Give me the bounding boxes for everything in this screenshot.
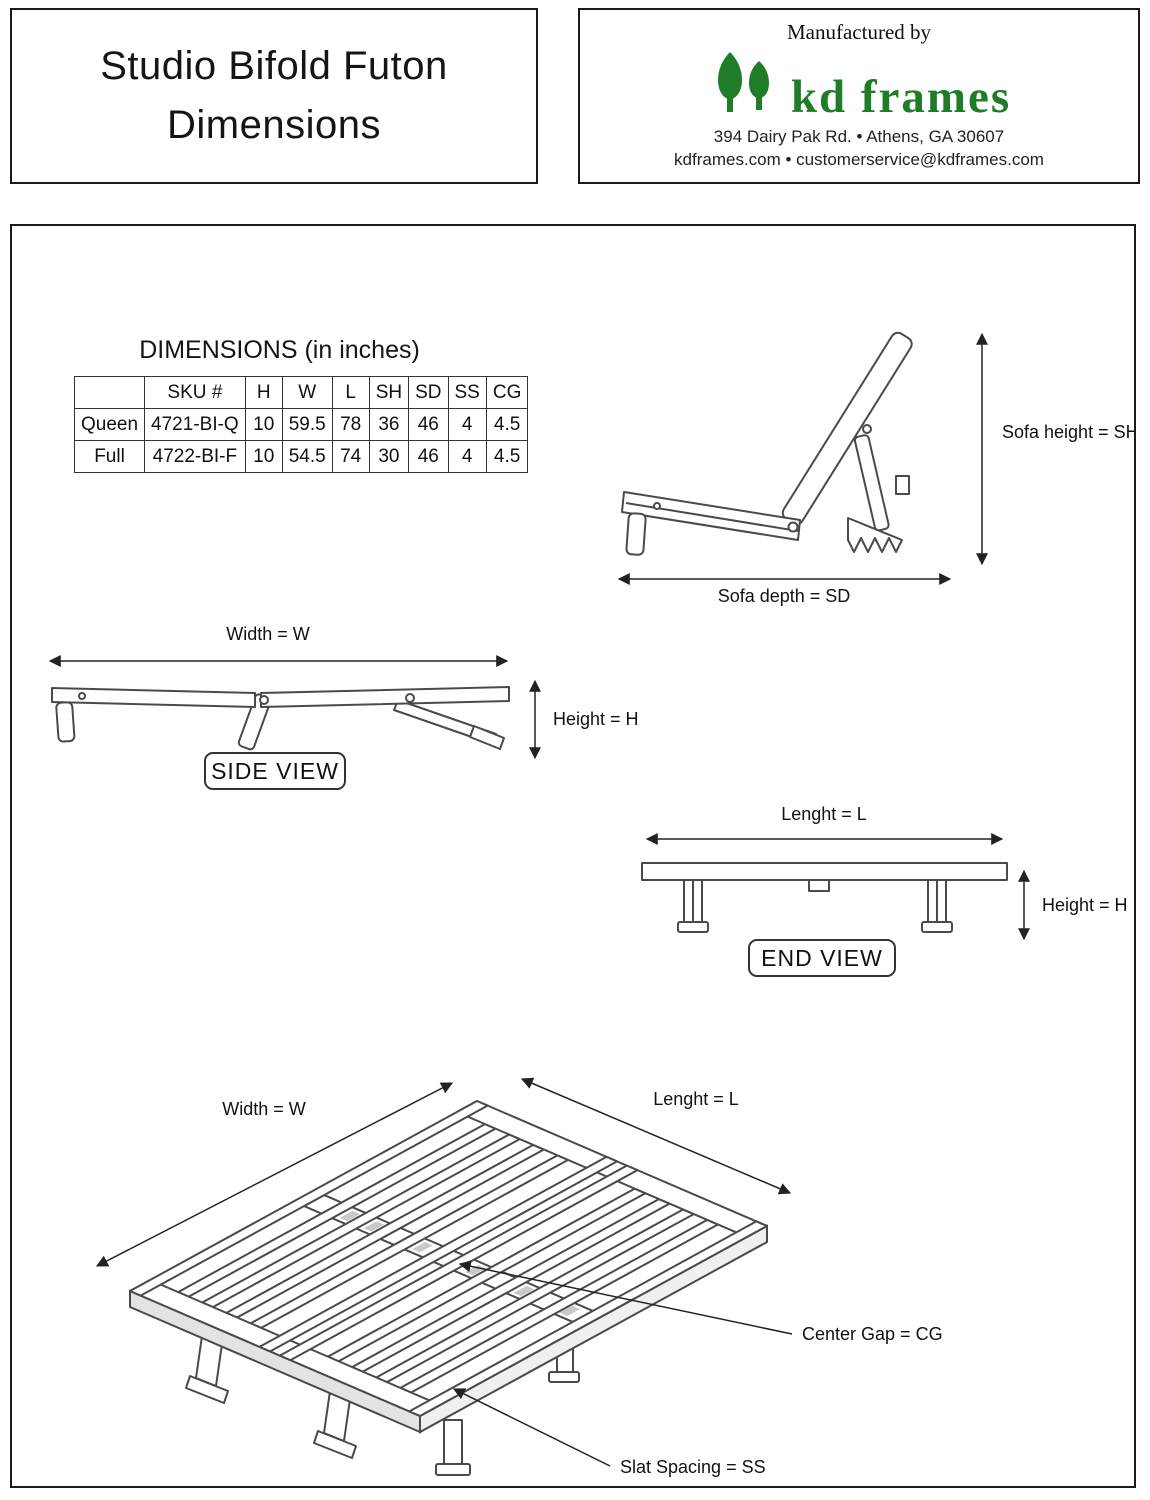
sofa-height-label: Sofa height = SH (1002, 422, 1134, 442)
iso-dimension-arrows (95, 1077, 793, 1467)
iso-width-arrow (95, 1082, 454, 1267)
iso-leg-foot (185, 1375, 229, 1404)
sofa-ratchet-foot (847, 517, 903, 553)
table-cell: 46 (408, 440, 449, 473)
table-header-cell: H (244, 376, 283, 409)
end-view-caption: END VIEW (761, 945, 883, 971)
table-cell: Full (73, 440, 146, 473)
dimensions-table: SKU # H W L SH SD SS CG Queen 4721-BI-Q … (73, 376, 529, 473)
side-view-caption-box (204, 752, 346, 790)
dimensions-table-title: DIMENSIONS (in inches) (139, 336, 420, 364)
table-cell: 46 (408, 408, 449, 441)
table-cell: 4722-BI-F (144, 440, 246, 473)
side-width-label: Width = W (226, 624, 310, 644)
table-cell: 10 (244, 408, 283, 441)
page-title-line2: Dimensions (167, 103, 381, 147)
sofa-backrest (781, 331, 913, 526)
iso-leg-foot (548, 1371, 580, 1383)
table-header-cell: SD (408, 376, 449, 409)
side-view-arrows (48, 655, 541, 760)
sofa-depth-label: Sofa depth = SD (718, 586, 851, 606)
sofa-support-arm (853, 434, 890, 532)
end-view-arrows (645, 833, 1030, 941)
iso-leg-foot (435, 1463, 471, 1476)
manufactured-by-label: Manufactured by (786, 20, 932, 44)
address-line: 394 Dairy Pak Rd. • Athens, GA 30607 (713, 127, 1005, 146)
center-gap-label: Center Gap = CG (802, 1324, 943, 1344)
end-view-caption-box (748, 939, 896, 977)
manufacturer-box: Manufactured by kd frames 394 Dairy Pak … (578, 8, 1140, 184)
table-header-cell: CG (485, 376, 529, 409)
side-view-caption: SIDE VIEW (211, 758, 339, 784)
side-left-deck (51, 687, 256, 708)
hinge-bolt (405, 693, 415, 703)
table-header-cell: SS (447, 376, 487, 409)
table-header-row: SKU # H W L SH SD SS CG (73, 376, 529, 409)
table-header-cell: SKU # (144, 376, 246, 409)
sofa-front-leg (625, 512, 647, 556)
table-cell: 30 (368, 440, 410, 473)
end-deck-bar (641, 862, 1008, 881)
table-cell: 4.5 (485, 440, 529, 473)
iso-length-arrow (520, 1077, 792, 1195)
center-gap-leader-arrow (458, 1260, 793, 1335)
side-kickstand-foot (469, 725, 505, 750)
trees-logo-icon (707, 50, 781, 121)
table-cell: 78 (331, 408, 370, 441)
table-cell: 4721-BI-Q (144, 408, 246, 441)
side-left-leg (55, 701, 76, 743)
hinge-bolt (787, 521, 799, 533)
end-height-label: Height = H (1042, 895, 1128, 915)
side-height-label: Height = H (553, 709, 639, 729)
hinge-bolt (259, 695, 269, 705)
table-cell: 74 (331, 440, 370, 473)
title-box: Studio Bifold Futon Dimensions (10, 8, 538, 184)
iso-width-label: Width = W (222, 1099, 306, 1119)
table-header-cell (73, 376, 146, 409)
sofa-dimension-arrows (617, 332, 988, 585)
hinge-bolt (653, 502, 661, 510)
side-right-deck (260, 686, 510, 708)
sofa-bracket (895, 475, 910, 495)
slat-spacing-label: Slat Spacing = SS (620, 1457, 766, 1477)
sofa-view-drawing (621, 331, 913, 556)
table-header-cell: SH (368, 376, 410, 409)
slat-spacing-leader-arrow (452, 1388, 611, 1467)
iso-slat-frame (130, 1101, 767, 1416)
hinge-bolt (862, 424, 872, 434)
iso-leg (443, 1419, 463, 1469)
hinge-bolt (78, 692, 86, 700)
end-length-label: Lenght = L (781, 804, 867, 824)
iso-length-label: Lenght = L (653, 1089, 739, 1109)
table-cell: 4.5 (485, 408, 529, 441)
diagram-canvas: Sofa height = SH Sofa depth = SD Width =… (48, 331, 1134, 1477)
table-cell: Queen (73, 408, 146, 441)
table-cell: 4 (447, 408, 487, 441)
table-cell: 10 (244, 440, 283, 473)
brand-name: kd frames (790, 71, 1012, 123)
table-row: Queen 4721-BI-Q 10 59.5 78 36 46 4 4.5 (73, 408, 529, 441)
table-cell: 54.5 (281, 440, 333, 473)
end-left-foot (677, 921, 709, 933)
table-cell: 4 (447, 440, 487, 473)
iso-end-rail (409, 1221, 767, 1416)
end-right-foot (921, 921, 953, 933)
spec-sheet: DIMENSIONS (in inches) SKU # H W L SH SD… (10, 224, 1136, 1488)
table-row: Full 4722-BI-F 10 54.5 74 30 46 4 4.5 (73, 440, 529, 473)
page-title-line1: Studio Bifold Futon (100, 44, 448, 88)
brand-row: kd frames (590, 47, 1128, 121)
contact-line: kdframes.com • customerservice@kdframes.… (674, 150, 1044, 169)
table-cell: 36 (368, 408, 410, 441)
side-view-drawing (51, 686, 510, 751)
iso-leg-foot (313, 1430, 357, 1459)
end-view-drawing (641, 862, 1008, 933)
